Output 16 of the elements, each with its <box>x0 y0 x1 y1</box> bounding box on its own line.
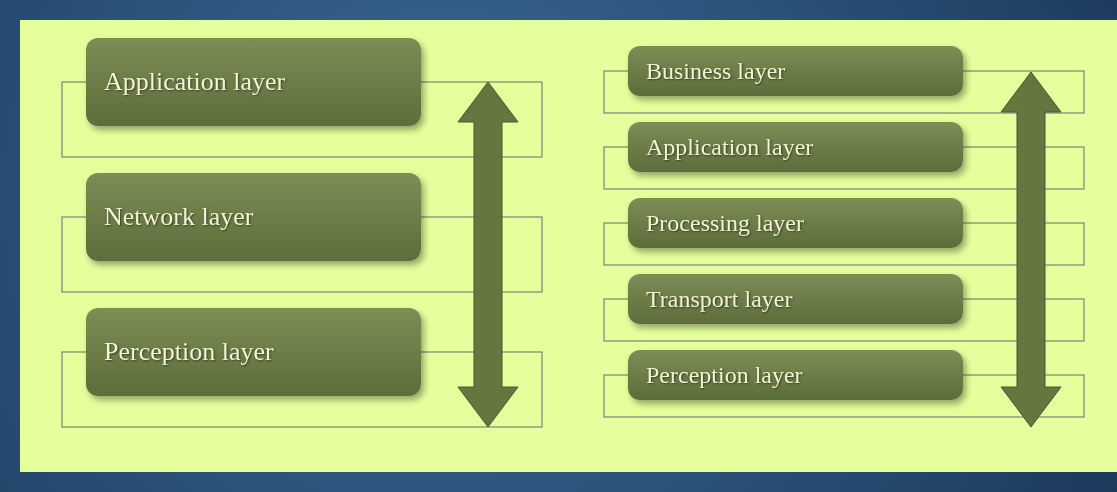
layer-label: Application layer <box>646 133 814 161</box>
layer-box <box>628 122 963 172</box>
layer-label: Business layer <box>646 57 786 85</box>
layer-label: Application layer <box>104 67 286 97</box>
layer-box <box>86 38 421 126</box>
layer-box <box>628 274 963 324</box>
layer-label: Perception layer <box>104 337 274 367</box>
layer-label: Processing layer <box>646 209 804 237</box>
layer-label: Network layer <box>104 202 254 232</box>
layer-box <box>86 308 421 396</box>
layer-label: Transport layer <box>646 285 793 313</box>
layer-box <box>628 198 963 248</box>
layer-box <box>628 350 963 400</box>
layer-box <box>86 173 421 261</box>
layer-label: Perception layer <box>646 361 803 389</box>
layer-box <box>628 46 963 96</box>
